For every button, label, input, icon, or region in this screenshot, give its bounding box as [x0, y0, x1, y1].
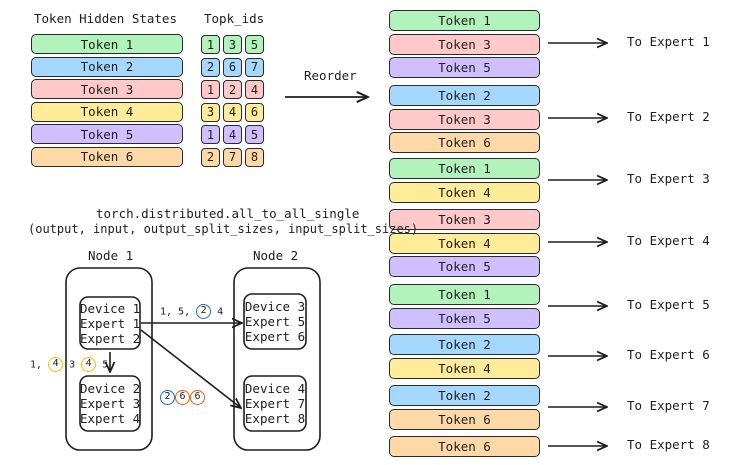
reorder-label: Reorder [304, 68, 357, 83]
annotation-circle-2b: 2 [160, 390, 175, 405]
device2-box [79, 375, 141, 432]
topk-cell-3-2: 2 [223, 80, 242, 99]
expert7-target-label: To Expert 7 [627, 398, 710, 413]
expert4-token-2: Token 4 [389, 232, 540, 254]
expert6-token-1: Token 2 [389, 334, 540, 355]
annotation-to-device2-c: 3 [69, 359, 76, 371]
topk-cell-4-1: 3 [201, 102, 220, 122]
annotation-circle-4b: 4 [81, 357, 97, 372]
expert2-target-label: To Expert 2 [627, 109, 710, 124]
device4-expert-a: Expert 7 [244, 396, 306, 411]
annotation-circle-2: 2 [196, 304, 212, 319]
topk-cell-5-3: 5 [245, 125, 264, 144]
expert5-token-2: Token 5 [389, 307, 540, 329]
annotation-to-device2-a: 1, [30, 359, 43, 371]
device2-name: Device 2 [80, 381, 141, 396]
left-token-2: Token 2 [31, 56, 183, 77]
device3-text: Device 3 Expert 5 Expert 6 [244, 299, 306, 344]
expert4-target-label: To Expert 4 [627, 233, 710, 248]
device4-name: Device 4 [244, 381, 306, 396]
node2-label: Node 2 [253, 248, 299, 263]
annotation-circle-4a: 4 [48, 357, 64, 372]
device1-text: Device 1 Expert 1 Expert 2 [80, 301, 140, 346]
expert7-token-2: Token 6 [389, 408, 540, 430]
expert7-token-1: Token 2 [389, 385, 540, 406]
expert5-target-label: To Expert 5 [627, 297, 710, 312]
expert2-token-2: Token 3 [389, 108, 540, 130]
expert8-token-1: Token 6 [389, 436, 540, 457]
device4-box [243, 375, 307, 432]
expert4-token-1: Token 3 [389, 209, 540, 230]
topk-cell-6-1: 2 [201, 147, 220, 167]
topk-cell-6-3: 8 [245, 147, 264, 167]
annotation-to-device2: 1, 4 3 4 5 [30, 357, 108, 372]
topk-cell-3-3: 4 [245, 80, 264, 99]
topk-cell-1-2: 3 [223, 35, 242, 54]
expert1-token-1: Token 1 [389, 10, 540, 31]
topk-title: Topk_ids [204, 11, 265, 26]
topk-cell-5-2: 4 [223, 125, 242, 144]
node1-label: Node 1 [88, 248, 134, 263]
device3-expert-b: Expert 6 [244, 329, 306, 344]
topk-cell-4-3: 6 [245, 102, 264, 122]
expert6-token-2: Token 4 [389, 357, 540, 379]
topk-cell-2-3: 7 [245, 57, 264, 77]
left-token-5: Token 5 [31, 124, 183, 144]
device2-expert-b: Expert 4 [80, 411, 141, 426]
device1-expert-b: Expert 2 [80, 331, 141, 346]
annotation-to-device3-suffix: 4 [217, 306, 224, 318]
device1-name: Device 1 [80, 301, 141, 316]
topk-cell-3-1: 1 [201, 80, 220, 99]
arrow-device1-to-device4 [140, 329, 241, 408]
expert2-token-3: Token 6 [389, 132, 540, 153]
expert3-target-label: To Expert 3 [627, 171, 710, 186]
alltoall-args: (output, input, output_split_sizes, inpu… [28, 222, 419, 236]
annotation-to-device2-e: 5 [102, 359, 109, 371]
device3-box [243, 293, 307, 350]
topk-cell-4-2: 4 [223, 102, 242, 122]
topk-cell-2-1: 2 [201, 57, 220, 77]
topk-cell-5-1: 1 [201, 125, 220, 144]
expert5-token-1: Token 1 [389, 284, 540, 305]
device1-expert-a: Expert 1 [80, 316, 141, 331]
topk-cell-6-2: 7 [223, 147, 242, 167]
device4-text: Device 4 Expert 7 Expert 8 [244, 381, 306, 426]
expert8-target-label: To Expert 8 [627, 437, 710, 452]
expert2-token-1: Token 2 [389, 85, 540, 106]
topk-cell-1-1: 1 [201, 35, 220, 54]
expert3-token-1: Token 1 [389, 158, 540, 179]
expert3-token-2: Token 4 [389, 181, 540, 203]
device4-expert-b: Expert 8 [244, 411, 306, 426]
expert1-token-3: Token 5 [389, 57, 540, 78]
device2-text: Device 2 Expert 3 Expert 4 [80, 381, 140, 426]
topk-cell-2-2: 6 [223, 57, 242, 77]
annotation-to-device3: 1, 5, 2 4 [160, 304, 223, 319]
left-token-1: Token 1 [31, 34, 183, 54]
topk-cell-1-3: 5 [245, 35, 264, 54]
expert1-token-2: Token 3 [389, 33, 540, 55]
left-token-6: Token 6 [31, 146, 183, 167]
node2-container [233, 267, 321, 451]
device2-expert-a: Expert 3 [80, 396, 141, 411]
alltoall-call: torch.distributed.all_to_all_single [96, 206, 360, 221]
hidden-states-title: Token Hidden States [34, 11, 177, 26]
annotation-circle-6b: 6 [190, 390, 205, 405]
left-token-3: Token 3 [31, 79, 183, 99]
left-token-4: Token 4 [31, 101, 183, 122]
annotation-circle-6a: 6 [175, 390, 190, 405]
device3-name: Device 3 [244, 299, 306, 314]
annotation-to-device3-prefix: 1, 5, [160, 306, 191, 318]
expert1-target-label: To Expert 1 [627, 34, 710, 49]
node1-container [65, 267, 153, 451]
expert4-token-3: Token 5 [389, 256, 540, 277]
device1-box [79, 296, 141, 350]
device3-expert-a: Expert 5 [244, 314, 306, 329]
expert6-target-label: To Expert 6 [627, 347, 710, 362]
